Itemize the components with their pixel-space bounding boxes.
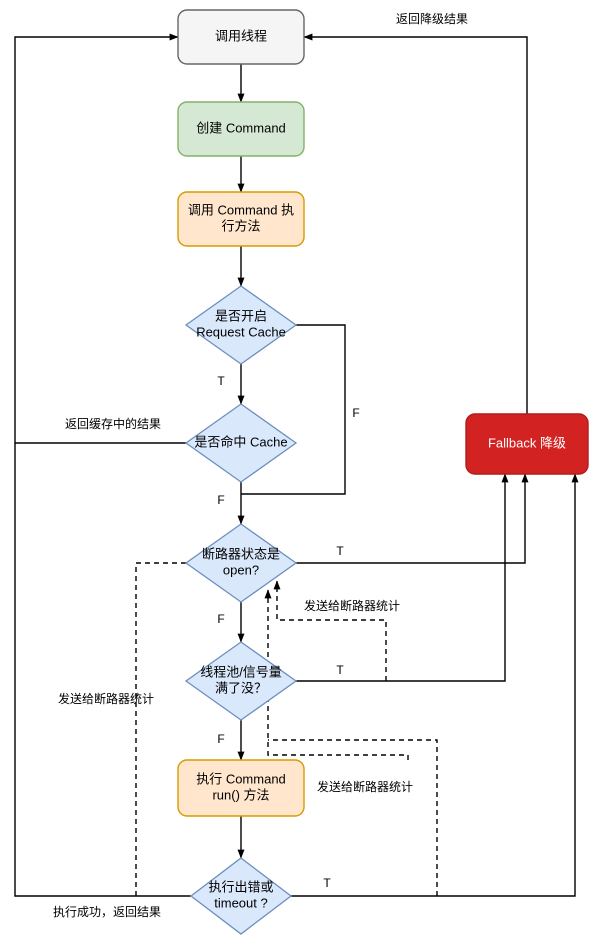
node-label-reqcache: 是否开启 <box>215 308 267 323</box>
edge-error-false-to-start <box>14 443 191 897</box>
node-shape-diamond <box>189 857 293 935</box>
edge-stats-error-to-circuit <box>135 559 242 896</box>
node-hitcache[interactable]: 是否命中 Cache <box>184 403 298 483</box>
node-shape-rect <box>177 759 305 817</box>
label-layer: 返回降级结果返回缓存中的结果发送给断路器统计发送给断路器统计发送给断路器统计执行… <box>53 12 468 919</box>
node-label-circuit: open? <box>223 562 259 577</box>
node-label-run: 执行 Command <box>196 771 286 786</box>
edge-stats-bottom-riser <box>268 739 438 896</box>
node-shape-diamond <box>184 641 298 721</box>
node-label-hitcache: 是否命中 Cache <box>194 434 287 449</box>
node-start[interactable]: 调用线程 <box>177 9 305 65</box>
node-label-create: 创建 Command <box>196 120 286 135</box>
node-shape-rect <box>177 101 305 157</box>
node-label-execute: 调用 Command 执 <box>188 202 294 217</box>
node-create[interactable]: 创建 Command <box>177 101 305 157</box>
branch-flag-hitcache-false: F <box>217 493 224 507</box>
branch-flag-reqcache-true: T <box>217 374 225 388</box>
edge-stats-pool-to-circuit <box>273 580 387 681</box>
node-label-errortimeout: timeout ? <box>214 895 267 910</box>
edge-label-send-stats-left: 发送给断路器统计 <box>58 691 154 706</box>
edge-label-return-fallback-result: 返回降级结果 <box>396 12 468 26</box>
edge-error-true-to-fallback <box>291 473 579 897</box>
branch-flag-circuit-false: F <box>217 612 224 626</box>
edge-label-return-cached-result: 返回缓存中的结果 <box>65 416 161 431</box>
edge-fallback-to-start <box>303 33 528 414</box>
node-shape-rect <box>177 191 305 247</box>
edge-reqcache-false-to-circuit <box>241 324 346 495</box>
node-shape-rect <box>465 413 589 475</box>
node-label-errortimeout: 执行出错或 <box>208 879 273 894</box>
edge-circuit-true-to-fallback <box>296 473 529 564</box>
branch-flag-pool-false: F <box>217 732 224 746</box>
edge-label-send-stats-middle: 发送给断路器统计 <box>304 598 400 613</box>
node-shape-diamond <box>184 285 298 365</box>
node-shape-diamond <box>184 403 298 483</box>
branch-flag-reqcache-false: F <box>352 406 359 420</box>
node-shape-rect <box>177 9 305 65</box>
node-label-start: 调用线程 <box>215 28 267 43</box>
node-label-fallback: Fallback 降级 <box>488 435 566 450</box>
edge-label-send-stats-bottom: 发送给断路器统计 <box>317 779 413 794</box>
node-label-pool: 线程池/信号量 <box>200 664 282 679</box>
node-label-reqcache: Request Cache <box>196 324 286 339</box>
node-label-pool: 满了没？ <box>215 680 267 695</box>
branch-flag-circuit-true: T <box>336 544 344 558</box>
edge-label-success-return-result: 执行成功，返回结果 <box>53 905 161 919</box>
node-label-run: run() 方法 <box>212 787 269 802</box>
node-fallback[interactable]: Fallback 降级 <box>465 413 589 475</box>
node-shape-diamond <box>184 523 298 603</box>
node-label-circuit: 断路器状态是 <box>202 546 280 561</box>
edge-pool-true-to-fallback <box>296 473 509 682</box>
node-label-execute: 行方法 <box>221 218 260 233</box>
branch-flag-pool-true: T <box>336 663 344 677</box>
branch-flag-error-true: T <box>323 876 331 890</box>
edge-hitcache-true-to-start <box>14 33 186 444</box>
